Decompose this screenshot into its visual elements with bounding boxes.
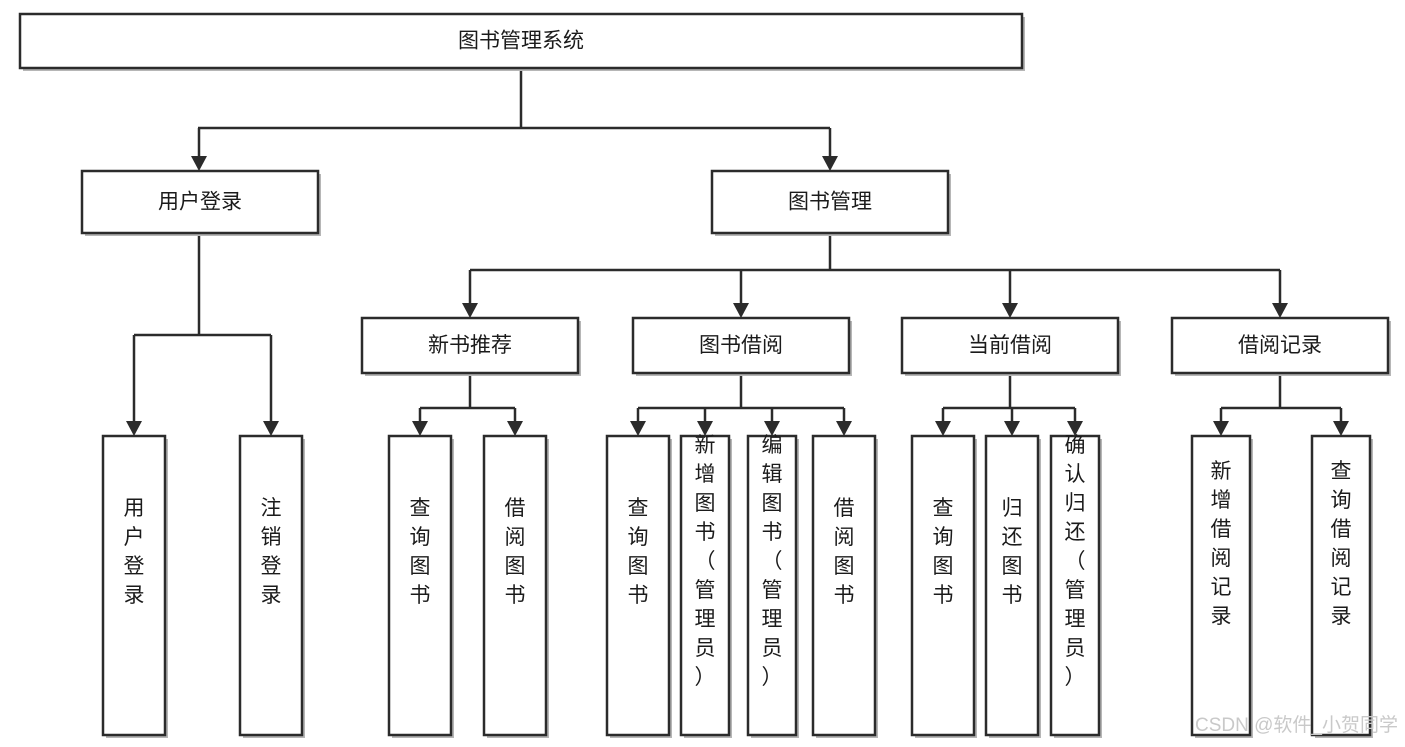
node-leaf-add-book-admin[interactable]: 新增图书（管理员） bbox=[679, 434, 732, 738]
node-borrow-record[interactable]: 借阅记录 bbox=[1170, 316, 1391, 376]
node-label: 当前借阅 bbox=[968, 334, 1052, 357]
node-leaf-edit-book-admin[interactable]: 编辑图书（管理员） bbox=[746, 434, 799, 738]
node-rect bbox=[679, 434, 731, 737]
node-label: 新增图书（管理员） bbox=[695, 434, 716, 689]
conn-user-login-to-leaf2-arrowhead-icon bbox=[263, 421, 279, 436]
node-label: 新增借阅记录 bbox=[1211, 460, 1232, 628]
conn-root-to-user-login-arrowhead-icon bbox=[191, 156, 207, 171]
node-leaf-query-book-current[interactable]: 查询图书 bbox=[910, 434, 977, 738]
conn-borrow-leaf4-arrowhead-icon bbox=[836, 421, 852, 436]
conn-recommend-leaf1-arrowhead-icon bbox=[412, 421, 428, 436]
node-rect bbox=[1049, 434, 1101, 737]
node-leaf-add-borrow-record[interactable]: 新增借阅记录 bbox=[1190, 434, 1253, 738]
conn-borrow-leaf1-arrowhead-icon bbox=[630, 421, 646, 436]
node-leaf-borrow-book-recommend[interactable]: 借阅图书 bbox=[482, 434, 549, 738]
node-layer: 图书管理系统用户登录图书管理新书推荐图书借阅当前借阅借阅记录用户登录注销登录查询… bbox=[18, 12, 1391, 738]
conn-record-leaf2-arrowhead-icon bbox=[1333, 421, 1349, 436]
node-label: 借阅记录 bbox=[1238, 334, 1322, 357]
node-label: 借阅图书 bbox=[505, 497, 526, 607]
node-user-login[interactable]: 用户登录 bbox=[80, 169, 321, 236]
node-leaf-user-login[interactable]: 用户登录 bbox=[101, 434, 168, 738]
node-rect bbox=[631, 316, 851, 375]
node-leaf-return-book[interactable]: 归还图书 bbox=[984, 434, 1041, 738]
node-rect bbox=[1310, 434, 1372, 737]
node-book-management[interactable]: 图书管理 bbox=[710, 169, 951, 236]
node-label: 查询图书 bbox=[933, 497, 954, 607]
node-leaf-query-book-recommend[interactable]: 查询图书 bbox=[387, 434, 454, 738]
node-rect bbox=[238, 434, 304, 737]
node-label: 注销登录 bbox=[261, 497, 282, 607]
conn-current-leaf1-arrowhead-icon bbox=[935, 421, 951, 436]
node-leaf-query-book-borrow[interactable]: 查询图书 bbox=[605, 434, 672, 738]
node-leaf-confirm-return-admin[interactable]: 确认归还（管理员） bbox=[1049, 434, 1102, 738]
node-rect bbox=[710, 169, 950, 235]
node-leaf-logout-login[interactable]: 注销登录 bbox=[238, 434, 305, 738]
node-rect bbox=[746, 434, 798, 737]
node-label: 查询借阅记录 bbox=[1331, 460, 1352, 628]
node-label: 用户登录 bbox=[124, 497, 145, 607]
node-leaf-borrow-book[interactable]: 借阅图书 bbox=[811, 434, 878, 738]
node-label: 编辑图书（管理员） bbox=[762, 434, 783, 689]
node-label: 用户登录 bbox=[158, 191, 242, 214]
node-rect bbox=[1170, 316, 1390, 375]
node-rect bbox=[811, 434, 877, 737]
node-label: 查询图书 bbox=[410, 497, 431, 607]
node-rect bbox=[1190, 434, 1252, 737]
node-rect bbox=[18, 12, 1024, 70]
node-current-borrow[interactable]: 当前借阅 bbox=[900, 316, 1121, 376]
conn-bm-to-record-arrowhead-icon bbox=[1272, 303, 1288, 318]
node-root[interactable]: 图书管理系统 bbox=[18, 12, 1025, 71]
node-rect bbox=[900, 316, 1120, 375]
conn-bm-to-recommend-arrowhead-icon bbox=[462, 303, 478, 318]
conn-borrow-leaf2-arrowhead-icon bbox=[697, 421, 713, 436]
connector-layer bbox=[126, 68, 1349, 436]
node-label: 图书管理系统 bbox=[458, 30, 584, 53]
node-leaf-query-borrow-record[interactable]: 查询借阅记录 bbox=[1310, 434, 1373, 738]
node-book-borrow[interactable]: 图书借阅 bbox=[631, 316, 852, 376]
node-label: 归还图书 bbox=[1002, 497, 1023, 607]
conn-bm-to-current-arrowhead-icon bbox=[1002, 303, 1018, 318]
conn-root-to-book-management-arrowhead-icon bbox=[822, 156, 838, 171]
conn-record-leaf1-arrowhead-icon bbox=[1213, 421, 1229, 436]
node-label: 图书管理 bbox=[788, 191, 872, 214]
node-label: 图书借阅 bbox=[699, 334, 783, 357]
node-label: 确认归还（管理员） bbox=[1065, 434, 1086, 689]
node-label: 查询图书 bbox=[628, 497, 649, 607]
node-rect bbox=[387, 434, 453, 737]
conn-user-login-to-leaf1-arrowhead-icon bbox=[126, 421, 142, 436]
conn-recommend-leaf2-arrowhead-icon bbox=[507, 421, 523, 436]
node-label: 借阅图书 bbox=[834, 497, 855, 607]
node-rect bbox=[984, 434, 1040, 737]
conn-borrow-leaf3-arrowhead-icon bbox=[764, 421, 780, 436]
node-rect bbox=[910, 434, 976, 737]
csdn-watermark: CSDN @软件_小贺同学 bbox=[1195, 714, 1398, 736]
conn-current-leaf3-arrowhead-icon bbox=[1067, 421, 1083, 436]
node-rect bbox=[482, 434, 548, 737]
node-rect bbox=[80, 169, 320, 235]
node-rect bbox=[605, 434, 671, 737]
node-new-book-recommend[interactable]: 新书推荐 bbox=[360, 316, 581, 376]
node-rect bbox=[101, 434, 167, 737]
conn-current-leaf2-arrowhead-icon bbox=[1004, 421, 1020, 436]
node-rect bbox=[360, 316, 580, 375]
conn-bm-to-borrow-arrowhead-icon bbox=[733, 303, 749, 318]
node-label: 新书推荐 bbox=[428, 334, 512, 357]
